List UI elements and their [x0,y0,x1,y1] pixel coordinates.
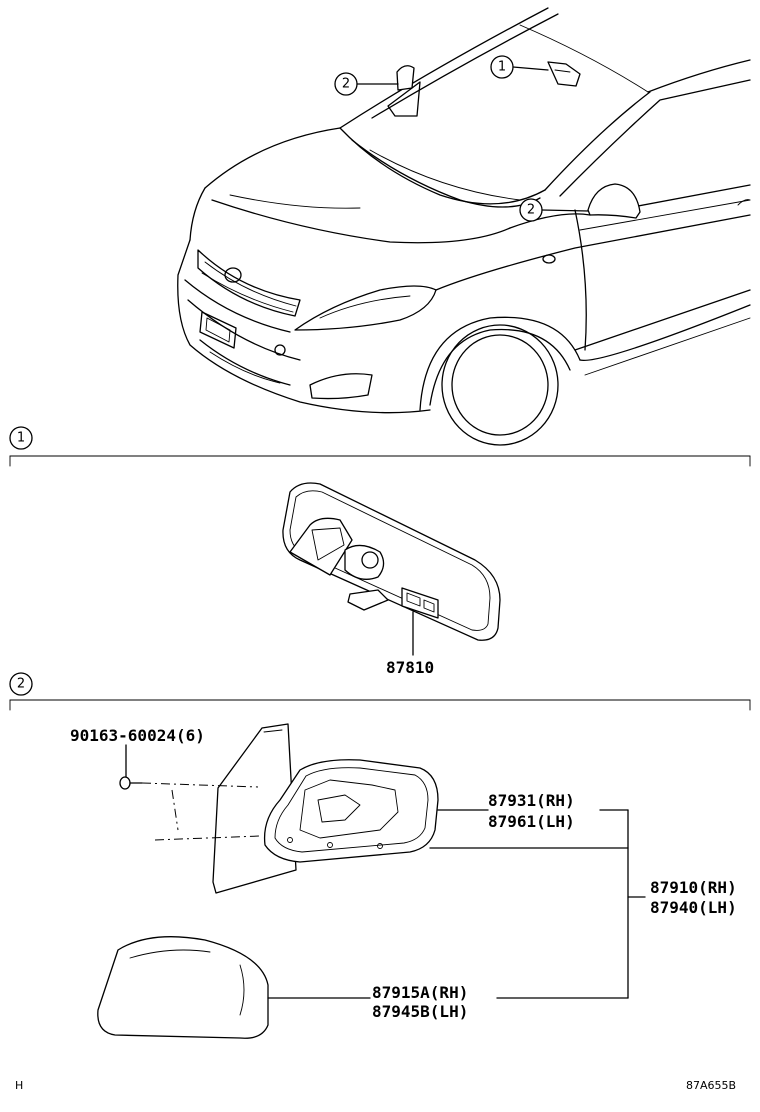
callout-1-top: 1 [490,55,514,79]
callout-leader [541,209,589,212]
cap-rh-part-number: 87915A(RH) [372,983,468,1002]
mirror-cap-drawing [97,936,269,1039]
inner-mirror-part-number: 87810 [386,658,434,677]
callout-leader [512,66,549,71]
section-1-header: 1 [9,426,751,467]
svg-text:2: 2 [527,203,535,218]
callout-2-top: 2 [334,72,358,96]
mirror-housing-drawing [263,759,439,863]
screw-part-number: 90163-60024(6) [70,726,205,745]
callout-2-side: 2 [519,198,543,222]
section-2-leaders [267,809,646,999]
cover-rh-part-number: 87931(RH) [488,791,575,810]
outer-mirror-rh-part-number: 87910(RH) [650,878,737,897]
svg-text:2: 2 [342,77,350,92]
cover-lh-part-number: 87961(LH) [488,812,575,831]
outer-mirror-lh-part-number: 87940(LH) [650,898,737,917]
footer-diagram-code: 87A655B [686,1079,736,1092]
svg-text:1: 1 [17,431,25,446]
section-2-header: 2 [9,672,751,711]
footer-left-code: H [15,1079,23,1092]
car-illustration [177,7,751,446]
svg-text:2: 2 [17,677,25,692]
inner-mirror-drawing [282,482,501,641]
screw-drawing [119,776,143,790]
svg-text:1: 1 [498,60,506,75]
cap-lh-part-number: 87945B(LH) [372,1002,468,1021]
